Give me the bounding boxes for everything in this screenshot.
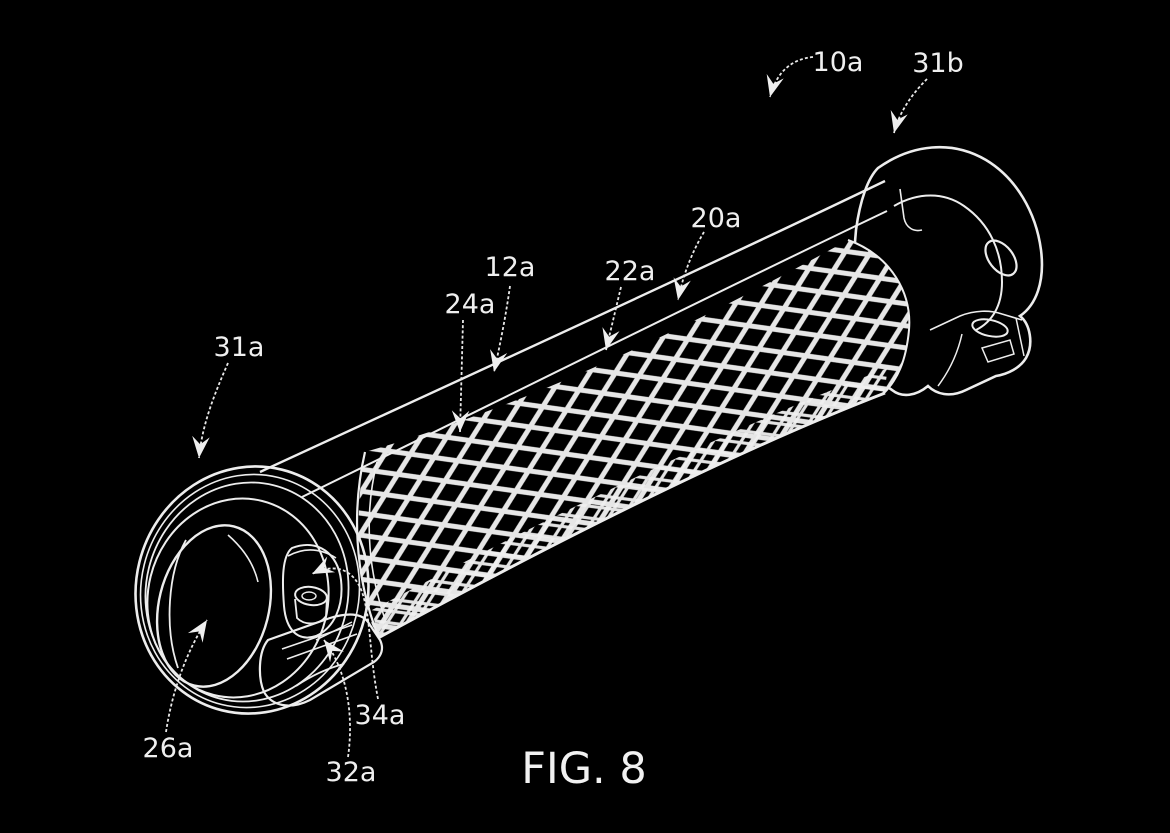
left-clamp-bore-far-edge — [227, 534, 259, 583]
sleeve-right-end-arc — [847, 239, 911, 394]
leader-arrow-32a — [323, 639, 351, 758]
leader-arrow-31b — [890, 78, 928, 134]
left-clamp-chamfer-ellipse — [139, 473, 361, 709]
label-10a: 10a — [813, 47, 864, 78]
grip-body — [259, 179, 911, 640]
left-clamp-bore-inner-arc — [168, 539, 187, 669]
leader-arrow-31a — [192, 362, 229, 459]
clamp-bolt-socket — [301, 591, 317, 601]
figure-caption: FIG. 8 — [521, 744, 646, 794]
leader-arrow-22a — [602, 286, 622, 351]
left-clamp-slot-slit — [295, 663, 345, 687]
grip-inner-edge-line — [301, 210, 888, 498]
sleeve-left-end-arc-inner — [368, 461, 387, 623]
left-clamp-boss-top-arc — [287, 549, 337, 559]
label-31b: 31b — [912, 48, 964, 79]
right-clamp-lug-top-edge — [929, 310, 1023, 331]
label-20a: 20a — [691, 203, 742, 234]
left-clamp-lug — [258, 613, 384, 707]
leader-arrow-12a — [490, 285, 511, 373]
sleeve-left-end-arc — [356, 451, 380, 637]
label-24a: 24a — [445, 289, 496, 320]
right-clamp-lug-seam — [937, 333, 963, 387]
left-clamp-split-gap — [315, 621, 353, 641]
right-clamp-details — [893, 188, 1025, 387]
label-26a: 26a — [143, 733, 194, 764]
right-clamp-bolt-hole — [984, 239, 1018, 277]
leader-arrow-20a — [673, 231, 705, 301]
label-22a: 22a — [605, 256, 656, 287]
reference-numerals: 10a 31b 20a 22a 12a 24a 31a 26a 34a 32a … — [143, 47, 964, 794]
leader-lines — [165, 56, 928, 758]
right-clamp-face-notch — [899, 188, 923, 232]
grip-top-edge-line — [259, 179, 886, 474]
grip-mesh-pattern — [358, 240, 910, 637]
left-clamp-bore — [155, 524, 273, 688]
leader-arrow-10a — [766, 56, 814, 98]
right-clamp-face-band — [893, 194, 1004, 331]
left-clamp-lug-seam-2 — [286, 633, 358, 660]
label-32a: 32a — [326, 757, 377, 788]
grip-bottom-edge — [377, 391, 886, 640]
right-clamp-lug-panel — [980, 339, 1015, 363]
label-31a: 31a — [214, 332, 265, 363]
right-clamp-lug-recess — [971, 318, 1009, 338]
grip-mesh-dense-edge — [372, 368, 888, 637]
label-12a: 12a — [485, 252, 536, 283]
left-clamp-face-outer-ellipse — [144, 481, 350, 703]
leader-arrow-34a — [311, 556, 379, 700]
label-34a: 34a — [355, 700, 406, 731]
left-clamp-lug-seam-1 — [281, 624, 353, 650]
right-clamp-lug-right-seam — [1015, 317, 1025, 357]
